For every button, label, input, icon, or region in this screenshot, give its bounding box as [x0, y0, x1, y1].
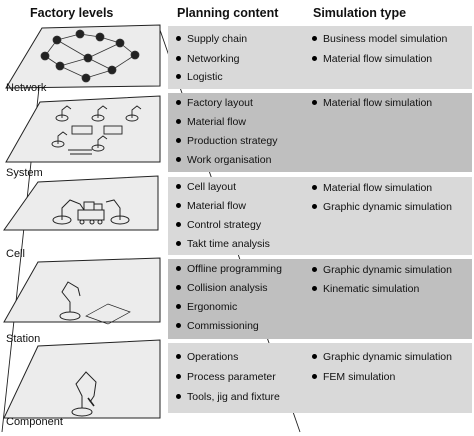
- bullet-icon: [176, 322, 181, 328]
- simulation-item: Material flow simulation: [312, 97, 432, 110]
- simulation-item: Material flow simulation: [312, 182, 432, 195]
- simulation-item: Graphic dynamic simulation: [312, 351, 452, 364]
- bullet-icon: [312, 266, 317, 272]
- bullet-icon: [176, 35, 181, 41]
- robot-station-icon: [59, 281, 131, 325]
- planning-item: Material flow: [176, 200, 246, 213]
- header-factory-levels: Factory levels: [30, 6, 114, 20]
- bullet-icon: [312, 285, 317, 291]
- bullet-icon: [176, 393, 181, 399]
- bullet-icon: [176, 55, 181, 61]
- header-planning-content: Planning content: [177, 6, 279, 20]
- bullet-icon: [312, 373, 317, 379]
- planning-item: Control strategy: [176, 219, 261, 232]
- system-plane: [5, 95, 161, 163]
- bullet-icon: [176, 156, 181, 162]
- bullet-icon: [176, 353, 181, 359]
- simulation-item: Kinematic simulation: [312, 283, 419, 296]
- level-label-network: Network: [6, 82, 47, 94]
- network-plane: [5, 24, 161, 89]
- bullet-icon: [176, 240, 181, 246]
- planning-item: Process parameter: [176, 371, 276, 384]
- bullet-icon: [312, 99, 317, 105]
- bullet-icon: [176, 202, 181, 208]
- planning-item: Networking: [176, 53, 240, 66]
- planning-item: Offline programming: [176, 263, 282, 276]
- planning-item: Production strategy: [176, 135, 277, 148]
- bullet-icon: [176, 221, 181, 227]
- level-label-component: Component: [6, 416, 63, 428]
- bullet-icon: [312, 203, 317, 209]
- planning-item: Logistic: [176, 71, 223, 84]
- tool-component-icon: [71, 371, 97, 417]
- planning-item: Tools, jig and fixture: [176, 391, 280, 404]
- bullet-icon: [176, 183, 181, 189]
- planning-item: Operations: [176, 351, 238, 364]
- planning-item: Supply chain: [176, 33, 247, 46]
- cell-plane: [3, 175, 159, 231]
- planning-item: Takt time analysis: [176, 238, 270, 251]
- level-label-system: System: [6, 167, 43, 179]
- network-nodes-icon: [40, 29, 140, 83]
- header-simulation-type: Simulation type: [313, 6, 407, 20]
- level-label-station: Station: [6, 333, 41, 345]
- planning-item: Work organisation: [176, 154, 271, 167]
- bullet-icon: [176, 303, 181, 309]
- band-cell: Cell layout Material flow Control strate…: [168, 177, 472, 255]
- planning-item: Collision analysis: [176, 282, 268, 295]
- band-network: Supply chain Networking Logistic Busines…: [168, 26, 472, 89]
- level-label-cell: Cell: [6, 248, 25, 260]
- planning-item: Factory layout: [176, 97, 253, 110]
- bullet-icon: [176, 118, 181, 124]
- bullet-icon: [176, 73, 181, 79]
- band-station: Offline programming Collision analysis E…: [168, 259, 472, 339]
- bullet-icon: [312, 184, 317, 190]
- planning-item: Material flow: [176, 116, 246, 129]
- robot-cells-icon: [51, 105, 142, 155]
- simulation-item: Graphic dynamic simulation: [312, 264, 452, 277]
- component-plane: [3, 339, 161, 419]
- bullet-icon: [176, 284, 181, 290]
- bullet-icon: [176, 265, 181, 271]
- bullet-icon: [312, 35, 317, 41]
- simulation-item: Graphic dynamic simulation: [312, 201, 452, 214]
- bullet-icon: [176, 99, 181, 105]
- bullet-icon: [312, 353, 317, 359]
- simulation-item: FEM simulation: [312, 371, 395, 384]
- planning-item: Commissioning: [176, 320, 259, 333]
- band-system: Factory layout Material flow Production …: [168, 93, 472, 172]
- planning-item: Ergonomic: [176, 301, 237, 314]
- bullet-icon: [312, 55, 317, 61]
- station-plane: [3, 257, 161, 325]
- bullet-icon: [176, 373, 181, 379]
- bullet-icon: [176, 137, 181, 143]
- robot-cell-icon: [52, 199, 130, 225]
- simulation-item: Material flow simulation: [312, 53, 432, 66]
- planning-item: Cell layout: [176, 181, 236, 194]
- simulation-item: Business model simulation: [312, 33, 447, 46]
- band-component: Operations Process parameter Tools, jig …: [168, 343, 472, 413]
